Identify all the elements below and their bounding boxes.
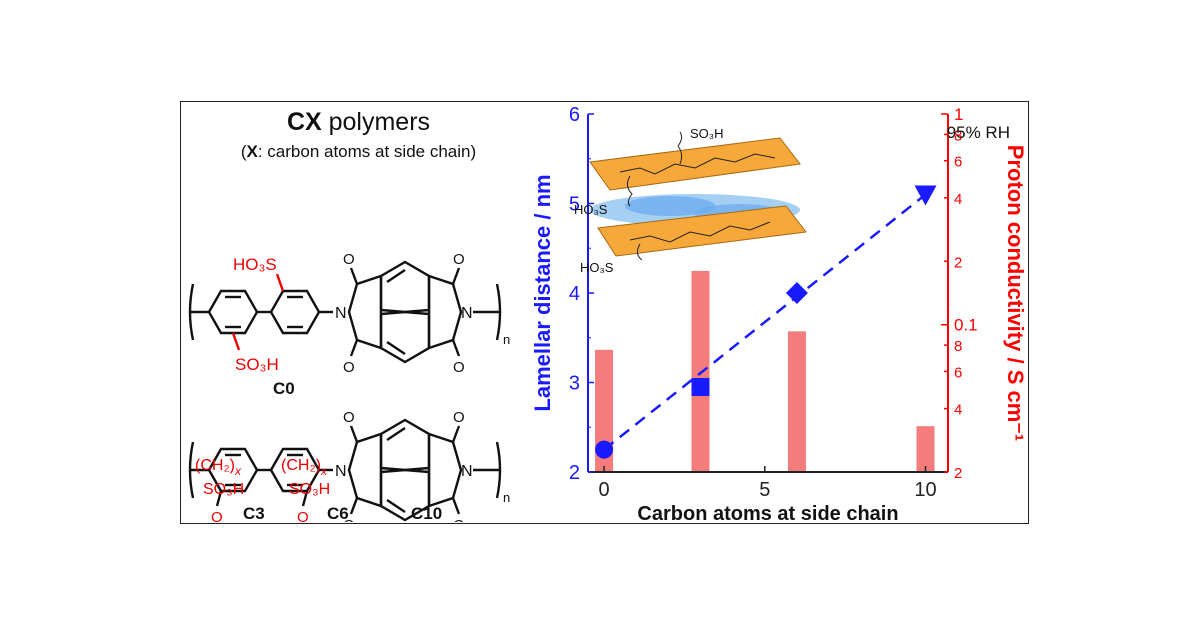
so3h-lower: SO₃H — [235, 355, 279, 374]
chain-so3h-2: SO₃H — [289, 481, 330, 498]
chain-so3h-1: SO₃H — [203, 481, 244, 498]
chain-ch2-1: (CH₂)x — [195, 457, 242, 478]
oxygen-label: O — [343, 409, 355, 426]
label-c0: C0 — [273, 379, 295, 398]
panel-subtitle: (X: carbon atoms at side chain) — [240, 142, 477, 161]
right-tick-label: 1 — [954, 105, 963, 124]
data-point-circle — [595, 440, 614, 459]
figure-frame: CX polymers (X: carbon atoms at side cha… — [180, 101, 1029, 525]
inset-so3h-top: SO₃H — [690, 126, 723, 141]
right-tick-label: 6 — [954, 154, 962, 171]
right-tick-label: 4 — [954, 191, 962, 208]
panel-title: CX polymers — [286, 108, 431, 136]
x-tick-label: 10 — [914, 479, 936, 501]
oxygen-label: O — [343, 251, 355, 268]
right-tick-label: 2 — [954, 465, 962, 482]
label-c3: C3 — [243, 504, 265, 522]
oxygen-label: O — [343, 359, 355, 376]
left-tick-label: 5 — [569, 194, 580, 216]
right-axis-title: Proton conductivity / S cm⁻¹ — [1003, 145, 1028, 441]
oxygen-label: O — [453, 409, 465, 426]
label-c10: C10 — [411, 504, 442, 522]
left-tick-label: 6 — [569, 104, 580, 126]
right-tick-label: 0.1 — [954, 316, 978, 335]
oxygen-label: O — [343, 517, 355, 522]
imide-n-left: N — [335, 305, 347, 322]
data-point-diamond — [785, 282, 808, 304]
right-tick-label: 8 — [954, 127, 962, 144]
right-tick-label: 2 — [954, 254, 962, 271]
imide-n-right: N — [461, 305, 473, 322]
inset-so3h-mid: HO₃S — [574, 202, 608, 217]
oxygen-label: O — [453, 359, 465, 376]
ether-o-2: O — [297, 509, 309, 522]
data-point-triangle — [914, 185, 937, 206]
so3h-upper: HO₃S — [233, 255, 277, 274]
side-chain-labels: (CH₂)x (CH₂)x SO₃H SO₃H C3 C6 C10 — [195, 457, 442, 522]
conductivity-bar — [595, 349, 614, 472]
left-tick-label: 3 — [569, 373, 580, 395]
left-axis-title: Lamellar distance / nm — [530, 174, 555, 411]
x-tick-label: 0 — [599, 479, 610, 501]
repeat-n: n — [503, 490, 510, 505]
rh-annotation: 95% RH — [947, 123, 1010, 142]
conductivity-bar — [916, 426, 935, 472]
left-tick-label: 4 — [569, 283, 580, 305]
inset-so3h-bottom: HO₃S — [580, 260, 614, 275]
imide-n-right: N — [461, 463, 473, 480]
right-tick-label: 4 — [954, 402, 962, 419]
right-tick-label: 6 — [954, 364, 962, 381]
repeat-n: n — [503, 332, 510, 347]
conductivity-bar — [787, 331, 806, 472]
left-tick-label: 2 — [569, 462, 580, 484]
oxygen-label: O — [453, 251, 465, 268]
lamellar-inset: SO₃H HO₃S HO₃S — [574, 126, 807, 275]
x-axis-title: Carbon atoms at side chain — [637, 503, 898, 525]
conductivity-bar — [691, 270, 710, 472]
x-tick-label: 5 — [759, 479, 770, 501]
data-point-square — [691, 377, 710, 396]
chain-ch2-2: (CH₂)x — [281, 457, 328, 478]
ether-o-1: O — [211, 509, 223, 522]
imide-n-left: N — [335, 463, 347, 480]
oxygen-label: O — [453, 517, 465, 522]
right-tick-label: 8 — [954, 338, 962, 355]
trend-line — [603, 193, 927, 451]
chemical-structures: HO₃S SO₃H N N O O O O n C0 O O N N O O O… — [188, 251, 510, 522]
label-c6: C6 — [327, 504, 349, 522]
